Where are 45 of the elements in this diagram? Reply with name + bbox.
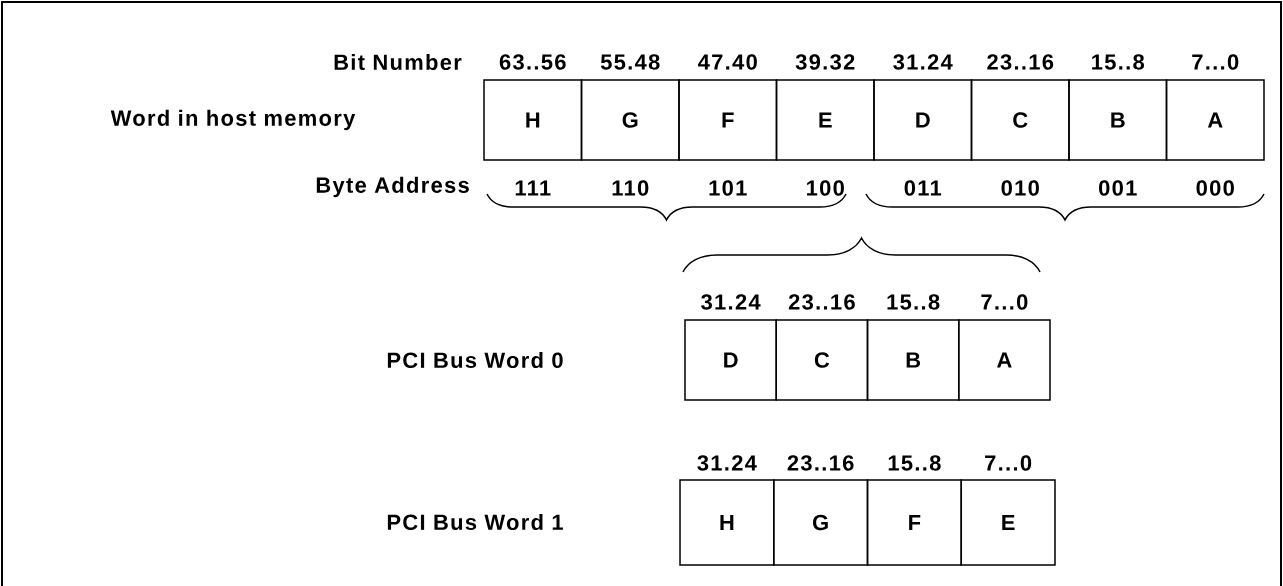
bit-range-label: 23..16 — [788, 294, 855, 310]
row-label: Word in host memory — [110, 109, 356, 131]
row-label: PCI Bus Word 0 — [387, 351, 563, 369]
byte-cell: F — [866, 479, 962, 566]
byte-address-label: 101 — [709, 180, 747, 196]
bit-range-label: 23..16 — [787, 455, 854, 471]
byte-cell: D — [873, 79, 973, 161]
bit-range-label: 39.32 — [795, 54, 855, 70]
byte-cell: B — [1068, 79, 1168, 161]
byte-cell: D — [684, 319, 777, 401]
byte-cell: A — [958, 319, 1051, 401]
bit-range-label: 31.24 — [701, 294, 761, 310]
byte-cell: G — [773, 479, 869, 566]
bit-range-label: 47.40 — [698, 54, 757, 70]
bit-range-label: 15..8 — [887, 294, 940, 310]
bit-range-label: 55.48 — [600, 54, 660, 70]
bit-range-label: 31.24 — [697, 455, 757, 471]
row-label: Bit Number — [334, 53, 462, 71]
byte-address-label: 001 — [1099, 180, 1137, 196]
byte-address-label: 000 — [1196, 180, 1234, 196]
row-label: PCI Bus Word 1 — [387, 513, 563, 531]
byte-cell: E — [960, 479, 1056, 566]
byte-cell: B — [866, 319, 960, 401]
bit-range-label: 7...0 — [1192, 54, 1239, 70]
byte-address-label: 011 — [904, 180, 942, 196]
byte-cell: E — [775, 79, 875, 161]
bit-range-label: 63..56 — [499, 54, 566, 70]
bit-range-label: 7...0 — [981, 294, 1028, 310]
byte-address-label: 100 — [807, 180, 844, 196]
byte-cell: A — [1165, 79, 1265, 161]
bit-range-label: 7...0 — [985, 455, 1032, 471]
byte-cell: H — [483, 79, 583, 161]
bit-range-label: 15..8 — [1092, 54, 1145, 70]
byte-address-label: 010 — [1001, 180, 1039, 196]
byte-address-label: 111 — [515, 180, 551, 196]
byte-address-label: 110 — [612, 180, 649, 196]
bit-range-label: 31.24 — [893, 54, 953, 70]
bit-range-label: 23..16 — [987, 54, 1054, 70]
bit-range-label: 15..8 — [888, 455, 941, 471]
byte-cell: H — [679, 479, 775, 566]
byte-cell: G — [580, 79, 680, 161]
byte-cell: C — [970, 79, 1070, 161]
byte-cell: F — [678, 79, 778, 161]
row-label: Byte Address — [316, 176, 469, 198]
byte-cell: C — [775, 319, 869, 401]
